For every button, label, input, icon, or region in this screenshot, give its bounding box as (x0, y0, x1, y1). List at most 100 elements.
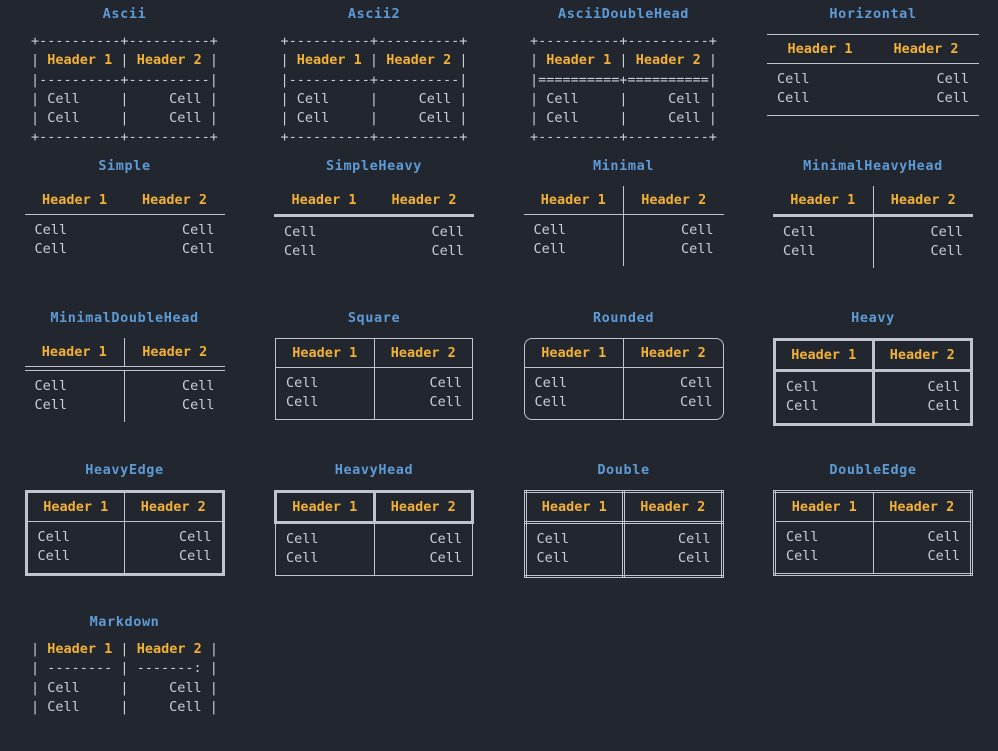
table-style-title: AsciiDoubleHead (558, 6, 689, 22)
column-header-1: Header 1 (25, 491, 125, 522)
table-style-title: Minimal (592, 158, 655, 174)
column-header-1: Header 1 (523, 490, 625, 524)
ascii-table-art: +----------+----------+ | Header 1 | Hea… (530, 33, 717, 146)
table-style-title: MinimalHeavyHead (803, 158, 943, 174)
table-style-body: +----------+----------+ | Header 1 | Hea… (0, 32, 249, 148)
column-header-2: Header 2 (871, 338, 973, 372)
table-style-title: SimpleHeavy (325, 158, 422, 174)
column-header-2: Header 2 (124, 491, 224, 522)
table-header-rule (24, 214, 225, 215)
column-header-2: Header 2 (623, 339, 723, 368)
column-header-2: Header 2 (893, 41, 959, 57)
column-header-1: Header 1 (41, 344, 107, 360)
ascii-table-art: +----------+----------+ | Header 1 | Hea… (280, 33, 468, 146)
table-style-body: | Header 1 | Header 2 | | -------- | ---… (0, 640, 249, 717)
table-style-card-markdown: Markdown| Header 1 | Header 2 | | ------… (0, 612, 249, 717)
column-header-2: Header 2 (141, 192, 208, 208)
column-header-2: Header 2 (373, 338, 473, 368)
column-header-2: Header 2 (623, 186, 724, 215)
column-header-2: Header 2 (372, 490, 474, 524)
table-style-title: MinimalDoubleHead (50, 310, 199, 326)
table-header-rule (773, 214, 973, 218)
table-style-card-ascii: Ascii+----------+----------+ | Header 1 … (0, 4, 249, 148)
table-header-row: Header 1 Header 2 (25, 338, 225, 367)
table-header-rule (523, 214, 724, 215)
column-header-1: Header 1 (275, 338, 375, 368)
column-header-1: Header 1 (774, 491, 874, 522)
column-header-2: Header 2 (124, 338, 225, 367)
table-style-card-ascii2: Ascii2+----------+----------+ | Header 1… (250, 4, 499, 148)
ascii-table-art: | Header 1 | Header 2 | | -------- | ---… (31, 641, 218, 715)
table-top-rule (767, 34, 979, 35)
column-header-2: Header 2 (872, 186, 973, 216)
table-style-title: HeavyEdge (85, 462, 164, 478)
table-header-rule (24, 366, 225, 371)
table-style-title: HeavyHead (334, 462, 414, 478)
